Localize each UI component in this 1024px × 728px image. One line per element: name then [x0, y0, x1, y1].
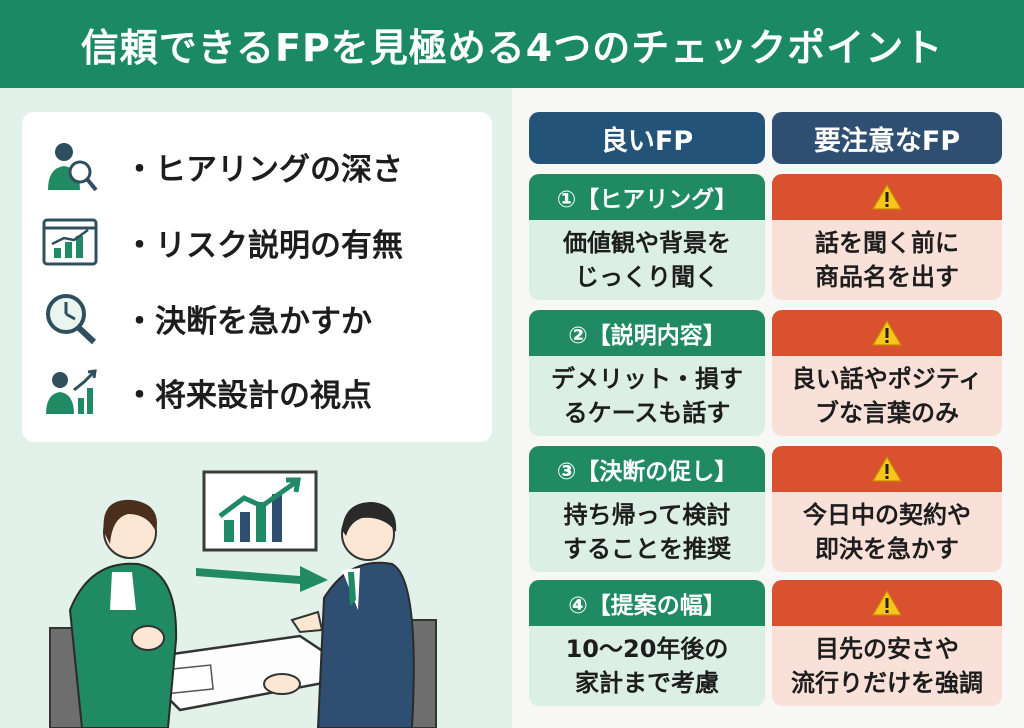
good-fp-text: 10〜20年後の 家計まで考慮	[529, 626, 765, 706]
text-line: 即決を急かす	[815, 535, 959, 563]
future-growth-person-icon	[46, 369, 97, 414]
text-line: 目先の安さや	[815, 635, 959, 663]
warning-cap	[772, 310, 1002, 356]
good-fp-text: デメリット・損す るケースも話す	[529, 356, 765, 436]
warning-icon	[872, 456, 902, 482]
text-line: ブな言葉のみ	[815, 399, 959, 427]
text-line: るケースも話す	[563, 399, 731, 427]
point-heading: ③【決断の促し】	[529, 446, 765, 492]
warning-cap	[772, 580, 1002, 626]
good-fp-card: ①【ヒアリング】 価値観や背景を じっくり聞く	[529, 174, 765, 300]
good-fp-text: 価値観や背景を じっくり聞く	[529, 220, 765, 300]
text-line: 持ち帰って検討	[563, 501, 731, 529]
checklist-item: ・将来設計の視点	[40, 362, 480, 422]
checklist-label: ・将来設計の視点	[124, 377, 372, 414]
caution-fp-card: 今日中の契約や 即決を急かす	[772, 446, 1002, 572]
good-fp-card: ③【決断の促し】 持ち帰って検討 することを推奨	[529, 446, 765, 572]
caution-fp-text: 良い話やポジティ ブな言葉のみ	[772, 356, 1002, 436]
checklist-label: ・リスク説明の有無	[124, 227, 403, 264]
warning-icon	[872, 590, 902, 616]
text-line: 話を聞く前に	[815, 229, 959, 257]
warning-cap	[772, 446, 1002, 492]
page-title: 信頼できるFPを見極める4つのチェックポイント	[0, 0, 1024, 88]
point-heading: ②【説明内容】	[529, 310, 765, 356]
text-line: じっくり聞く	[575, 263, 719, 291]
caution-fp-text: 話を聞く前に 商品名を出す	[772, 220, 1002, 300]
warning-icon	[872, 184, 902, 210]
text-line: 今日中の契約や	[803, 501, 971, 529]
good-fp-card: ④【提案の幅】 10〜20年後の 家計まで考慮	[529, 580, 765, 706]
good-fp-header: 良いFP	[529, 112, 765, 164]
clock-magnifier-icon	[46, 294, 97, 345]
text-line: 家計まで考慮	[575, 669, 719, 697]
caution-fp-card: 良い話やポジティ ブな言葉のみ	[772, 310, 1002, 436]
checklist-label: ・決断を急かすか	[124, 303, 372, 340]
good-fp-card: ②【説明内容】 デメリット・損す るケースも話す	[529, 310, 765, 436]
text-line: 10〜20年後の	[565, 635, 729, 663]
good-fp-text: 持ち帰って検討 することを推奨	[529, 492, 765, 572]
point-heading: ④【提案の幅】	[529, 580, 765, 626]
text-line: 良い話やポジティ	[791, 365, 983, 393]
risk-chart-window-icon	[42, 218, 98, 266]
caution-fp-text: 目先の安さや 流行りだけを強調	[772, 626, 1002, 706]
checklist-card: ・ヒアリングの深さ ・リスク説明の有無 ・決断を急かすか	[22, 112, 492, 442]
warning-cap	[772, 174, 1002, 220]
checklist-item: ・リスク説明の有無	[40, 212, 480, 272]
caution-fp-card: 目先の安さや 流行りだけを強調	[772, 580, 1002, 706]
caution-fp-card: 話を聞く前に 商品名を出す	[772, 174, 1002, 300]
text-line: することを推奨	[563, 535, 731, 563]
text-line: 流行りだけを強調	[791, 669, 983, 697]
consultation-illustration	[49, 470, 437, 728]
listening-person-magnifier-icon	[48, 143, 98, 192]
text-line: デメリット・損す	[551, 365, 743, 393]
point-heading: ①【ヒアリング】	[529, 174, 765, 220]
checklist-label: ・ヒアリングの深さ	[124, 151, 403, 188]
text-line: 価値観や背景を	[563, 229, 731, 257]
checklist-item: ・決断を急かすか	[40, 288, 480, 348]
warning-icon	[872, 320, 902, 346]
checklist-item: ・ヒアリングの深さ	[40, 136, 480, 196]
text-line: 商品名を出す	[815, 263, 959, 291]
caution-fp-header: 要注意なFP	[772, 112, 1002, 164]
caution-fp-text: 今日中の契約や 即決を急かす	[772, 492, 1002, 572]
